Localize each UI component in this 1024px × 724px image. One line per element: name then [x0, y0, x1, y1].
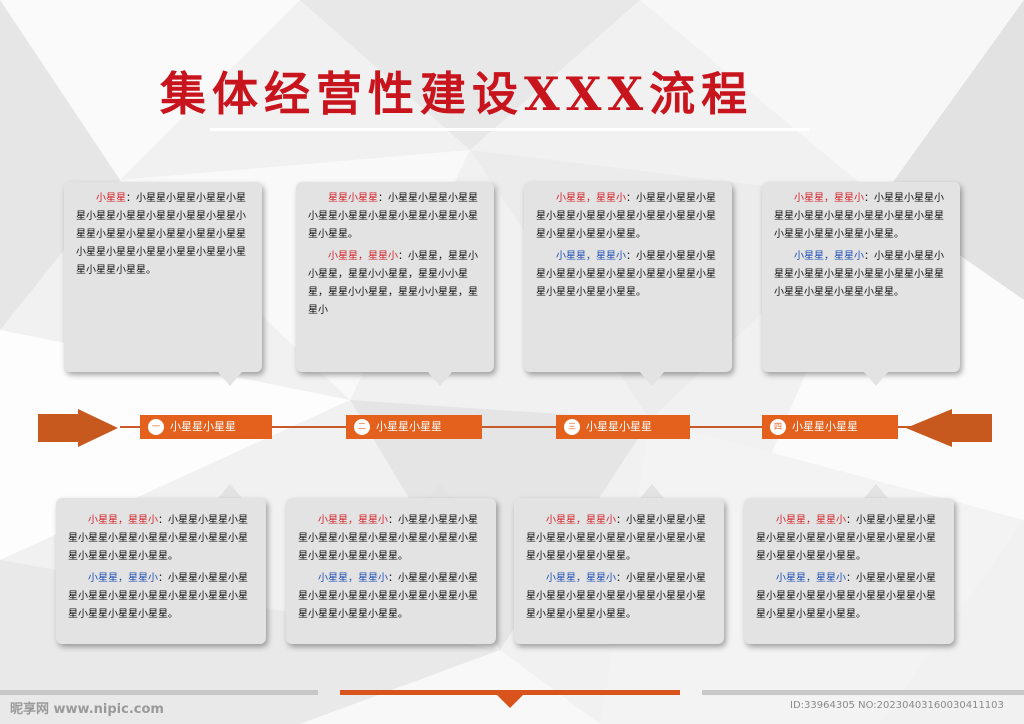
timeline-line	[120, 426, 920, 428]
watermark-right: ID:33964305 NO:20230403160030411103	[790, 700, 1004, 711]
top-card-2: 星星小星星：小星星小星星小星星小星星小星星小星星小星星小星星小星星小星星。 小星…	[296, 182, 494, 372]
step-3: 三小星星小星星	[556, 415, 690, 439]
watermark-left: 昵享网 www.nipic.com	[10, 702, 164, 717]
step-4-number: 四	[770, 419, 786, 435]
step-3-label: 小星星小星星	[586, 420, 652, 433]
top-card-4: 小星星，星星小：小星星小星星小星星小星星小星星小星星小星星小星星小星星小星星小星…	[762, 182, 960, 372]
bottom-card-3: 小星星，星星小：小星星小星星小星星小星星小星星小星星小星星小星星小星星小星星小星…	[514, 498, 724, 644]
step-3-number: 三	[564, 419, 580, 435]
bottom-card-1-pointer	[218, 484, 242, 498]
footer-bar-center	[340, 690, 680, 695]
footer-bar-left	[0, 690, 318, 695]
step-2: 二小星星小星星	[346, 415, 482, 439]
footer-bar-right	[702, 690, 1024, 695]
step-2-number: 二	[354, 419, 370, 435]
bottom-card-2: 小星星，星星小：小星星小星星小星星小星星小星星小星星小星星小星星小星星小星星小星…	[286, 498, 496, 644]
step-1-number: 一	[148, 419, 164, 435]
bottom-card-1: 小星星，星星小：小星星小星星小星星小星星小星星小星星小星星小星星小星星小星星小星…	[56, 498, 266, 644]
page-title: 集体经营性建设XXX流程	[160, 67, 754, 121]
step-2-label: 小星星小星星	[376, 420, 442, 433]
footer-triangle-icon	[496, 694, 524, 708]
left-arrow-icon	[38, 409, 118, 447]
top-card-4-pointer	[864, 372, 888, 386]
step-4-label: 小星星小星星	[792, 420, 858, 433]
step-1: 一小星星小星星	[140, 415, 272, 439]
step-1-label: 小星星小星星	[170, 420, 236, 433]
top-card-1: 小星星：小星星小星星小星星小星星小星星小星星小星星小星星小星星小星星小星星小星星…	[64, 182, 262, 372]
bottom-card-2-pointer	[428, 484, 452, 498]
bottom-card-3-pointer	[640, 484, 664, 498]
top-card-2-pointer	[428, 372, 452, 386]
bottom-card-4-pointer	[864, 484, 888, 498]
top-card-1-pointer	[218, 372, 242, 386]
title-underline	[210, 128, 810, 131]
top-card-3: 小星星，星星小：小星星小星星小星星小星星小星星小星星小星星小星星小星星小星星小星…	[524, 182, 732, 372]
bottom-card-4: 小星星，星星小：小星星小星星小星星小星星小星星小星星小星星小星星小星星小星星小星…	[744, 498, 954, 644]
right-arrow-icon	[906, 409, 992, 447]
step-4: 四小星星小星星	[762, 415, 898, 439]
top-card-3-pointer	[640, 372, 664, 386]
